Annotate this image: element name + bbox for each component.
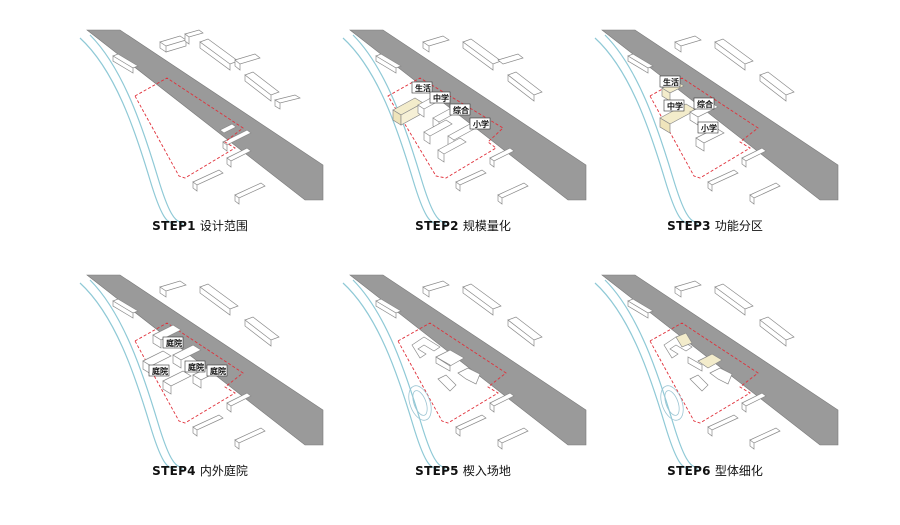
svg-text:综合: 综合 (453, 105, 470, 115)
step-title: 规模量化 (462, 219, 511, 233)
site-diagram-step2: 生活 中学 综合 小学 (342, 29, 587, 226)
svg-text:庭院: 庭院 (152, 366, 168, 376)
zone-labels: 生活 中学 综合 小学 (659, 75, 719, 134)
zone-label-complex: 综合 (449, 103, 471, 116)
wedged-buildings (411, 336, 481, 392)
zone-label-living: 生活 (411, 81, 433, 94)
site-diagram-step5 (342, 274, 587, 471)
step-label: STEP1 (152, 219, 196, 233)
svg-text:中学: 中学 (433, 93, 449, 103)
zone-label-middle-school: 中学 (663, 99, 685, 112)
existing-buildings (112, 29, 301, 205)
site-boundary (134, 322, 244, 424)
existing-buildings (375, 280, 543, 450)
step-title: 设计范围 (199, 219, 248, 233)
svg-text:生活: 生活 (415, 83, 431, 93)
step-title: 型体细化 (714, 464, 763, 478)
site-diagram-step1 (79, 29, 324, 226)
main-road (86, 274, 324, 446)
svg-text:中学: 中学 (667, 101, 683, 111)
step-title: 功能分区 (714, 219, 763, 233)
zone-label-primary-school: 小学 (469, 117, 491, 130)
site-diagram-step4: 庭院 庭院 庭院 庭院 (79, 274, 324, 471)
site-boundary (134, 77, 244, 179)
river (594, 34, 699, 226)
main-road (601, 29, 839, 201)
existing-buildings (112, 280, 280, 450)
courtyard-label-1: 庭院 (162, 336, 184, 349)
sports-track (408, 385, 432, 421)
zone-label-primary-school: 小学 (697, 121, 719, 134)
river (79, 279, 184, 471)
zone-labels: 生活 中学 综合 小学 (411, 81, 491, 130)
step-label: STEP5 (415, 464, 459, 478)
step-label: STEP2 (415, 219, 459, 233)
courtyard-label-4: 庭院 (206, 364, 228, 377)
svg-text:小学: 小学 (700, 123, 717, 133)
zone-label-living: 生活 (659, 75, 681, 88)
site-boundary (387, 77, 504, 179)
site-boundary (397, 322, 507, 424)
svg-text:综合: 综合 (697, 99, 714, 109)
svg-text:庭院: 庭院 (166, 338, 182, 348)
courtyard-label-3: 庭院 (184, 360, 206, 373)
step-label: STEP4 (152, 464, 196, 478)
existing-buildings (375, 35, 543, 205)
site-boundary (649, 322, 759, 424)
svg-text:生活: 生活 (663, 77, 679, 87)
step-label: STEP3 (667, 219, 711, 233)
zone-labels: 庭院 庭院 庭院 庭院 (148, 336, 228, 377)
step-title: 楔入场地 (462, 464, 511, 478)
step-label: STEP6 (667, 464, 711, 478)
svg-text:庭院: 庭院 (188, 362, 204, 372)
existing-buildings (627, 35, 795, 205)
existing-buildings (627, 280, 795, 450)
site-boundary (649, 77, 759, 179)
svg-text:小学: 小学 (472, 119, 489, 129)
main-road (349, 274, 587, 446)
step-title: 内外庭院 (199, 464, 248, 478)
sports-track (660, 385, 684, 421)
refined-buildings (663, 332, 733, 392)
zone-label-middle-school: 中学 (429, 91, 451, 104)
zone-label-complex: 综合 (693, 97, 715, 110)
site-diagram-step6 (594, 274, 839, 471)
river (79, 34, 184, 226)
courtyard-label-2: 庭院 (148, 364, 170, 377)
site-diagram-step3: 生活 中学 综合 小学 (594, 29, 839, 226)
svg-text:庭院: 庭院 (210, 366, 226, 376)
main-road (86, 29, 324, 201)
river (342, 34, 447, 226)
